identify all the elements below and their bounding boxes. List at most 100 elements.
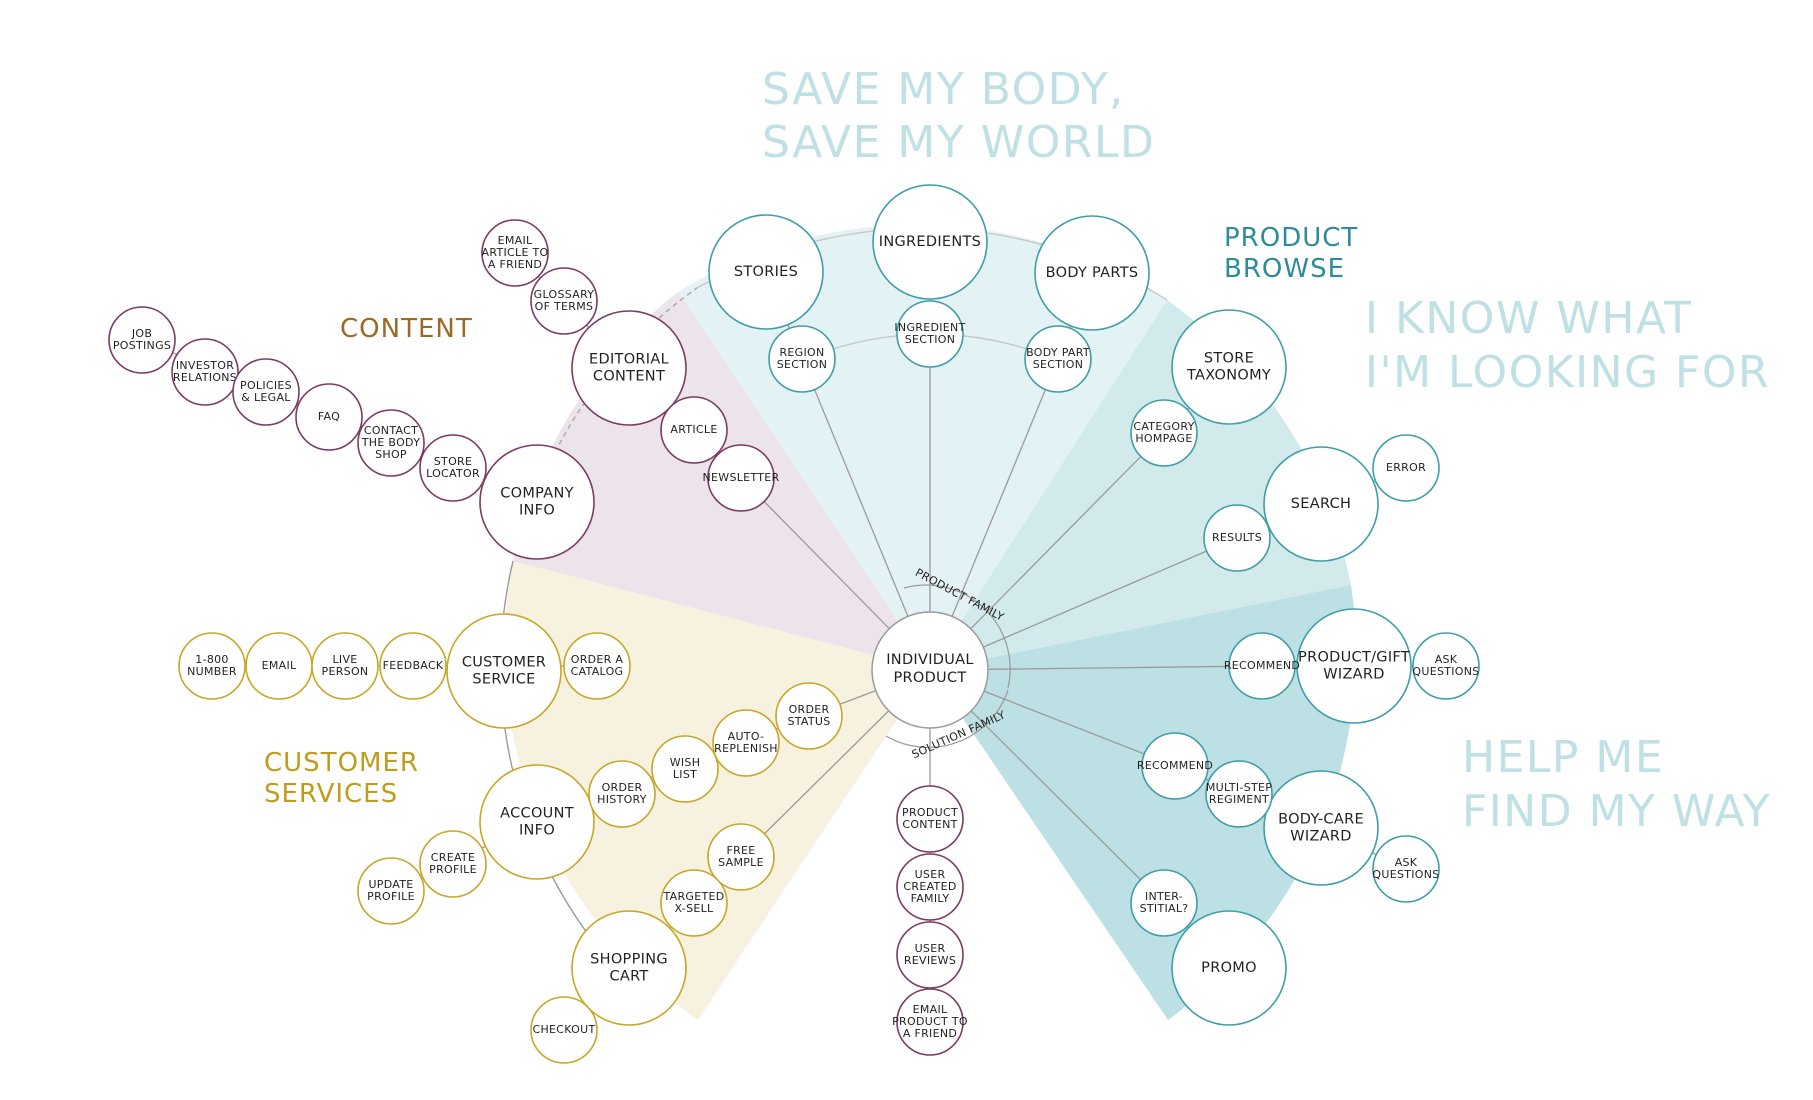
article-circle[interactable] bbox=[660, 396, 728, 464]
body-part-section-circle[interactable] bbox=[1024, 325, 1092, 393]
stories-node[interactable]: STORIES bbox=[708, 214, 824, 330]
free-sample-circle[interactable] bbox=[707, 823, 775, 891]
recommend-2-circle[interactable] bbox=[1141, 732, 1209, 800]
email-node[interactable]: EMAIL bbox=[245, 632, 313, 700]
category-homepage-circle[interactable] bbox=[1130, 399, 1198, 467]
newsletter-node[interactable]: NEWSLETTER bbox=[703, 444, 780, 512]
targeted-xsell-circle[interactable] bbox=[660, 869, 728, 937]
glossary-of-terms-circle[interactable] bbox=[530, 267, 598, 335]
email-article-circle[interactable] bbox=[481, 219, 549, 287]
order-catalog-circle[interactable] bbox=[563, 632, 631, 700]
ingredient-section-circle[interactable] bbox=[896, 300, 964, 368]
investor-relations-circle[interactable] bbox=[171, 338, 239, 406]
order-history-circle[interactable] bbox=[588, 760, 656, 828]
company-info-circle[interactable] bbox=[479, 444, 595, 560]
account-info-circle[interactable] bbox=[479, 764, 595, 880]
store-locator-circle[interactable] bbox=[419, 434, 487, 502]
recommend-1-node[interactable]: RECOMMEND bbox=[1224, 632, 1300, 700]
newsletter-circle[interactable] bbox=[707, 444, 775, 512]
error-circle[interactable] bbox=[1372, 434, 1440, 502]
stories-circle[interactable] bbox=[708, 214, 824, 330]
ingredients-node[interactable]: INGREDIENTS bbox=[872, 184, 988, 300]
ingredients-circle[interactable] bbox=[872, 184, 988, 300]
user-reviews-circle[interactable] bbox=[896, 921, 964, 989]
promo-circle[interactable] bbox=[1171, 910, 1287, 1026]
job-postings-circle[interactable] bbox=[108, 306, 176, 374]
policies-legal-circle[interactable] bbox=[232, 358, 300, 426]
feedback-circle[interactable] bbox=[379, 632, 447, 700]
search-node[interactable]: SEARCH bbox=[1263, 446, 1379, 562]
ask-questions-1-circle[interactable] bbox=[1412, 632, 1480, 700]
faq-node[interactable]: FAQ bbox=[295, 383, 363, 451]
user-created-family-circle[interactable] bbox=[896, 853, 964, 921]
editorial-content-circle[interactable] bbox=[571, 310, 687, 426]
search-circle[interactable] bbox=[1263, 446, 1379, 562]
body-parts-node[interactable]: BODY PARTS bbox=[1034, 215, 1150, 331]
feedback-node[interactable]: FEEDBACK bbox=[379, 632, 447, 700]
email-product-circle[interactable] bbox=[896, 988, 964, 1056]
update-profile-circle[interactable] bbox=[357, 857, 425, 925]
checkout-circle[interactable] bbox=[530, 996, 598, 1064]
policies-legal-node[interactable]: POLICIES& LEGAL bbox=[232, 358, 300, 426]
body-care-wizard-circle[interactable] bbox=[1263, 770, 1379, 886]
auto-replenish-node[interactable]: AUTO-REPLENISH bbox=[712, 709, 780, 777]
create-profile-circle[interactable] bbox=[419, 830, 487, 898]
error-node[interactable]: ERROR bbox=[1372, 434, 1440, 502]
store-taxonomy-circle[interactable] bbox=[1171, 309, 1287, 425]
article-node[interactable]: ARTICLE bbox=[660, 396, 728, 464]
recommend-2-node[interactable]: RECOMMEND bbox=[1137, 732, 1213, 800]
recommend-1-circle[interactable] bbox=[1228, 632, 1296, 700]
results-circle[interactable] bbox=[1203, 504, 1271, 572]
ask-questions-2-circle[interactable] bbox=[1372, 835, 1440, 903]
faq-circle[interactable] bbox=[295, 383, 363, 451]
customer-service-circle[interactable] bbox=[446, 613, 562, 729]
results-node[interactable]: RESULTS bbox=[1203, 504, 1271, 572]
promo-node[interactable]: PROMO bbox=[1171, 910, 1287, 1026]
multi-step-regiment-circle[interactable] bbox=[1205, 760, 1273, 828]
live-person-circle[interactable] bbox=[311, 632, 379, 700]
product-content-circle[interactable] bbox=[896, 785, 964, 853]
interstitial-node[interactable]: INTER-STITIAL? bbox=[1130, 869, 1198, 937]
region-section-circle[interactable] bbox=[768, 325, 836, 393]
product-gift-wizard-circle[interactable] bbox=[1296, 608, 1412, 724]
order-status-circle[interactable] bbox=[775, 682, 843, 750]
individual-product-node[interactable] bbox=[871, 611, 989, 729]
auto-replenish-circle[interactable] bbox=[712, 709, 780, 777]
wish-list-circle[interactable] bbox=[651, 735, 719, 803]
number-1800-circle[interactable] bbox=[178, 632, 246, 700]
shopping-cart-circle[interactable] bbox=[571, 910, 687, 1026]
interstitial-circle[interactable] bbox=[1130, 869, 1198, 937]
